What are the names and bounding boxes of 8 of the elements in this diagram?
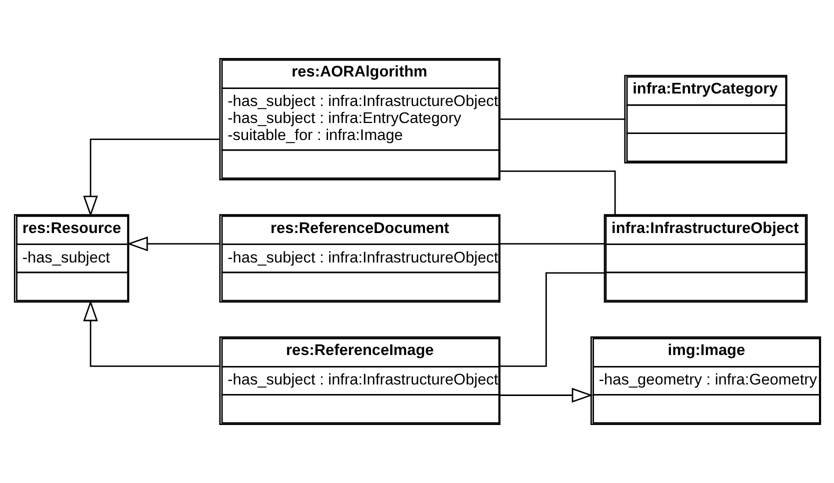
connector <box>500 118 624 120</box>
connector <box>499 170 616 215</box>
arrow <box>82 138 220 217</box>
arrow <box>500 388 592 403</box>
arrow <box>82 300 220 367</box>
connector <box>500 243 604 245</box>
connector <box>500 272 604 367</box>
arrow <box>126 236 219 252</box>
